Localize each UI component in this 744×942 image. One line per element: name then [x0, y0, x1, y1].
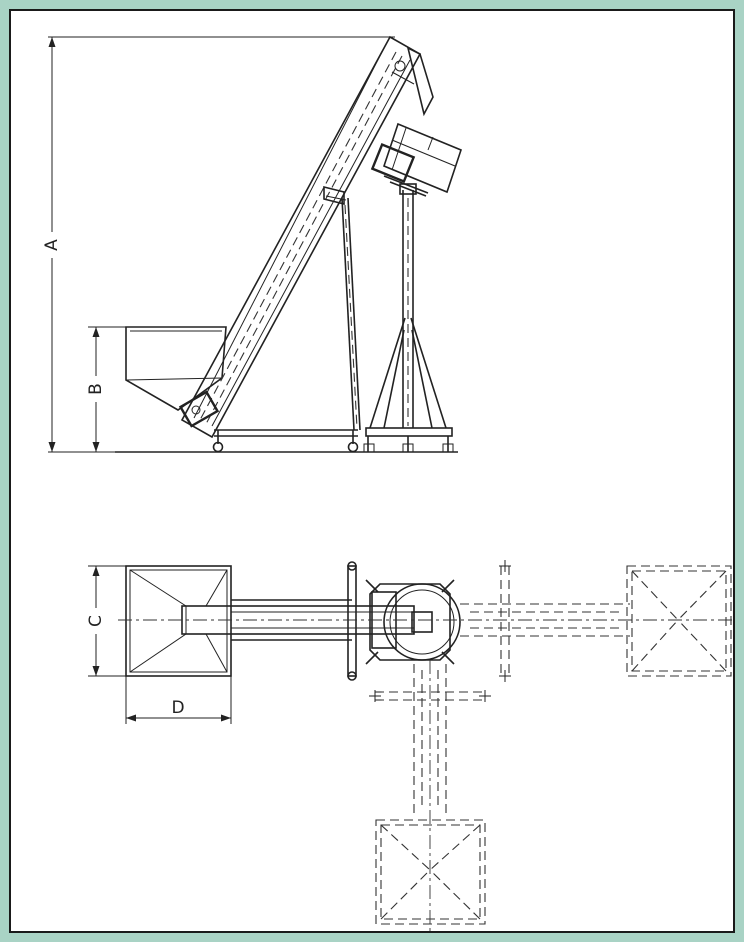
dimension-c: C [86, 565, 126, 677]
plan-hopper [125, 565, 232, 677]
alternate-position-right [460, 560, 732, 682]
bin-lifter-column [363, 190, 454, 453]
tipping-bin [370, 122, 462, 197]
side-view: A B [42, 35, 462, 453]
drawing-sheet [9, 9, 735, 933]
conveyor-support-strut [323, 185, 361, 431]
dimension-c-label: C [86, 615, 106, 627]
dimension-b: B [86, 326, 126, 452]
dimension-a-label: A [42, 239, 62, 251]
dimension-a: A [42, 36, 395, 453]
wheel-rear [347, 441, 359, 453]
wheel-front [212, 441, 224, 453]
plan-conveyor [181, 561, 415, 681]
dimension-d: D [125, 676, 232, 724]
dimension-d-label: D [171, 698, 184, 718]
alternate-position-down [369, 664, 491, 925]
plan-view: C D [86, 560, 736, 935]
dimension-b-label: B [86, 383, 106, 395]
plan-bin-lifter [365, 579, 461, 665]
conveyor-base-frame [212, 429, 359, 453]
inclined-conveyor [178, 35, 434, 439]
side-hopper [125, 326, 227, 411]
